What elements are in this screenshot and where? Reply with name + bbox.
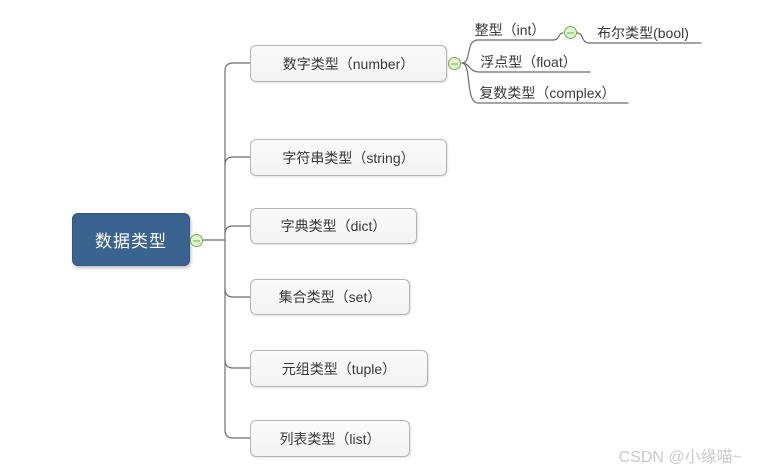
connector-number-int [461, 39, 554, 64]
connector-branch-dict [224, 225, 251, 235]
branch-node-dict[interactable]: 字典类型（dict） [250, 208, 417, 244]
minus-circle-icon[interactable] [448, 57, 461, 70]
connector-main-trunk [224, 62, 251, 439]
branch-node-set[interactable]: 集合类型（set） [250, 279, 410, 315]
subnode-bool[interactable]: 布尔类型(bool) [597, 25, 689, 41]
connector-int-bool [552, 32, 702, 44]
connector-branch-set [224, 288, 251, 298]
branch-node-number[interactable]: 数字类型（number） [250, 45, 447, 82]
minus-circle-icon[interactable] [190, 234, 203, 247]
connector-branch-string [224, 156, 251, 166]
csdn-watermark: CSDN @小缘喵~ [618, 449, 742, 466]
minus-circle-icon[interactable] [564, 26, 577, 39]
root-node-data-types[interactable]: 数据类型 [72, 213, 190, 266]
subnode-int[interactable]: 整型（int） [474, 22, 546, 38]
connector-number-complex [461, 62, 629, 104]
branch-node-string[interactable]: 字符串类型（string） [250, 139, 447, 176]
branch-node-list[interactable]: 列表类型（list） [250, 420, 410, 457]
branch-node-tuple[interactable]: 元组类型（tuple） [250, 350, 428, 387]
subnode-complex[interactable]: 复数类型（complex） [479, 85, 616, 101]
subnode-float[interactable]: 浮点型（float） [480, 54, 577, 70]
connector-branch-tuple [224, 359, 251, 369]
